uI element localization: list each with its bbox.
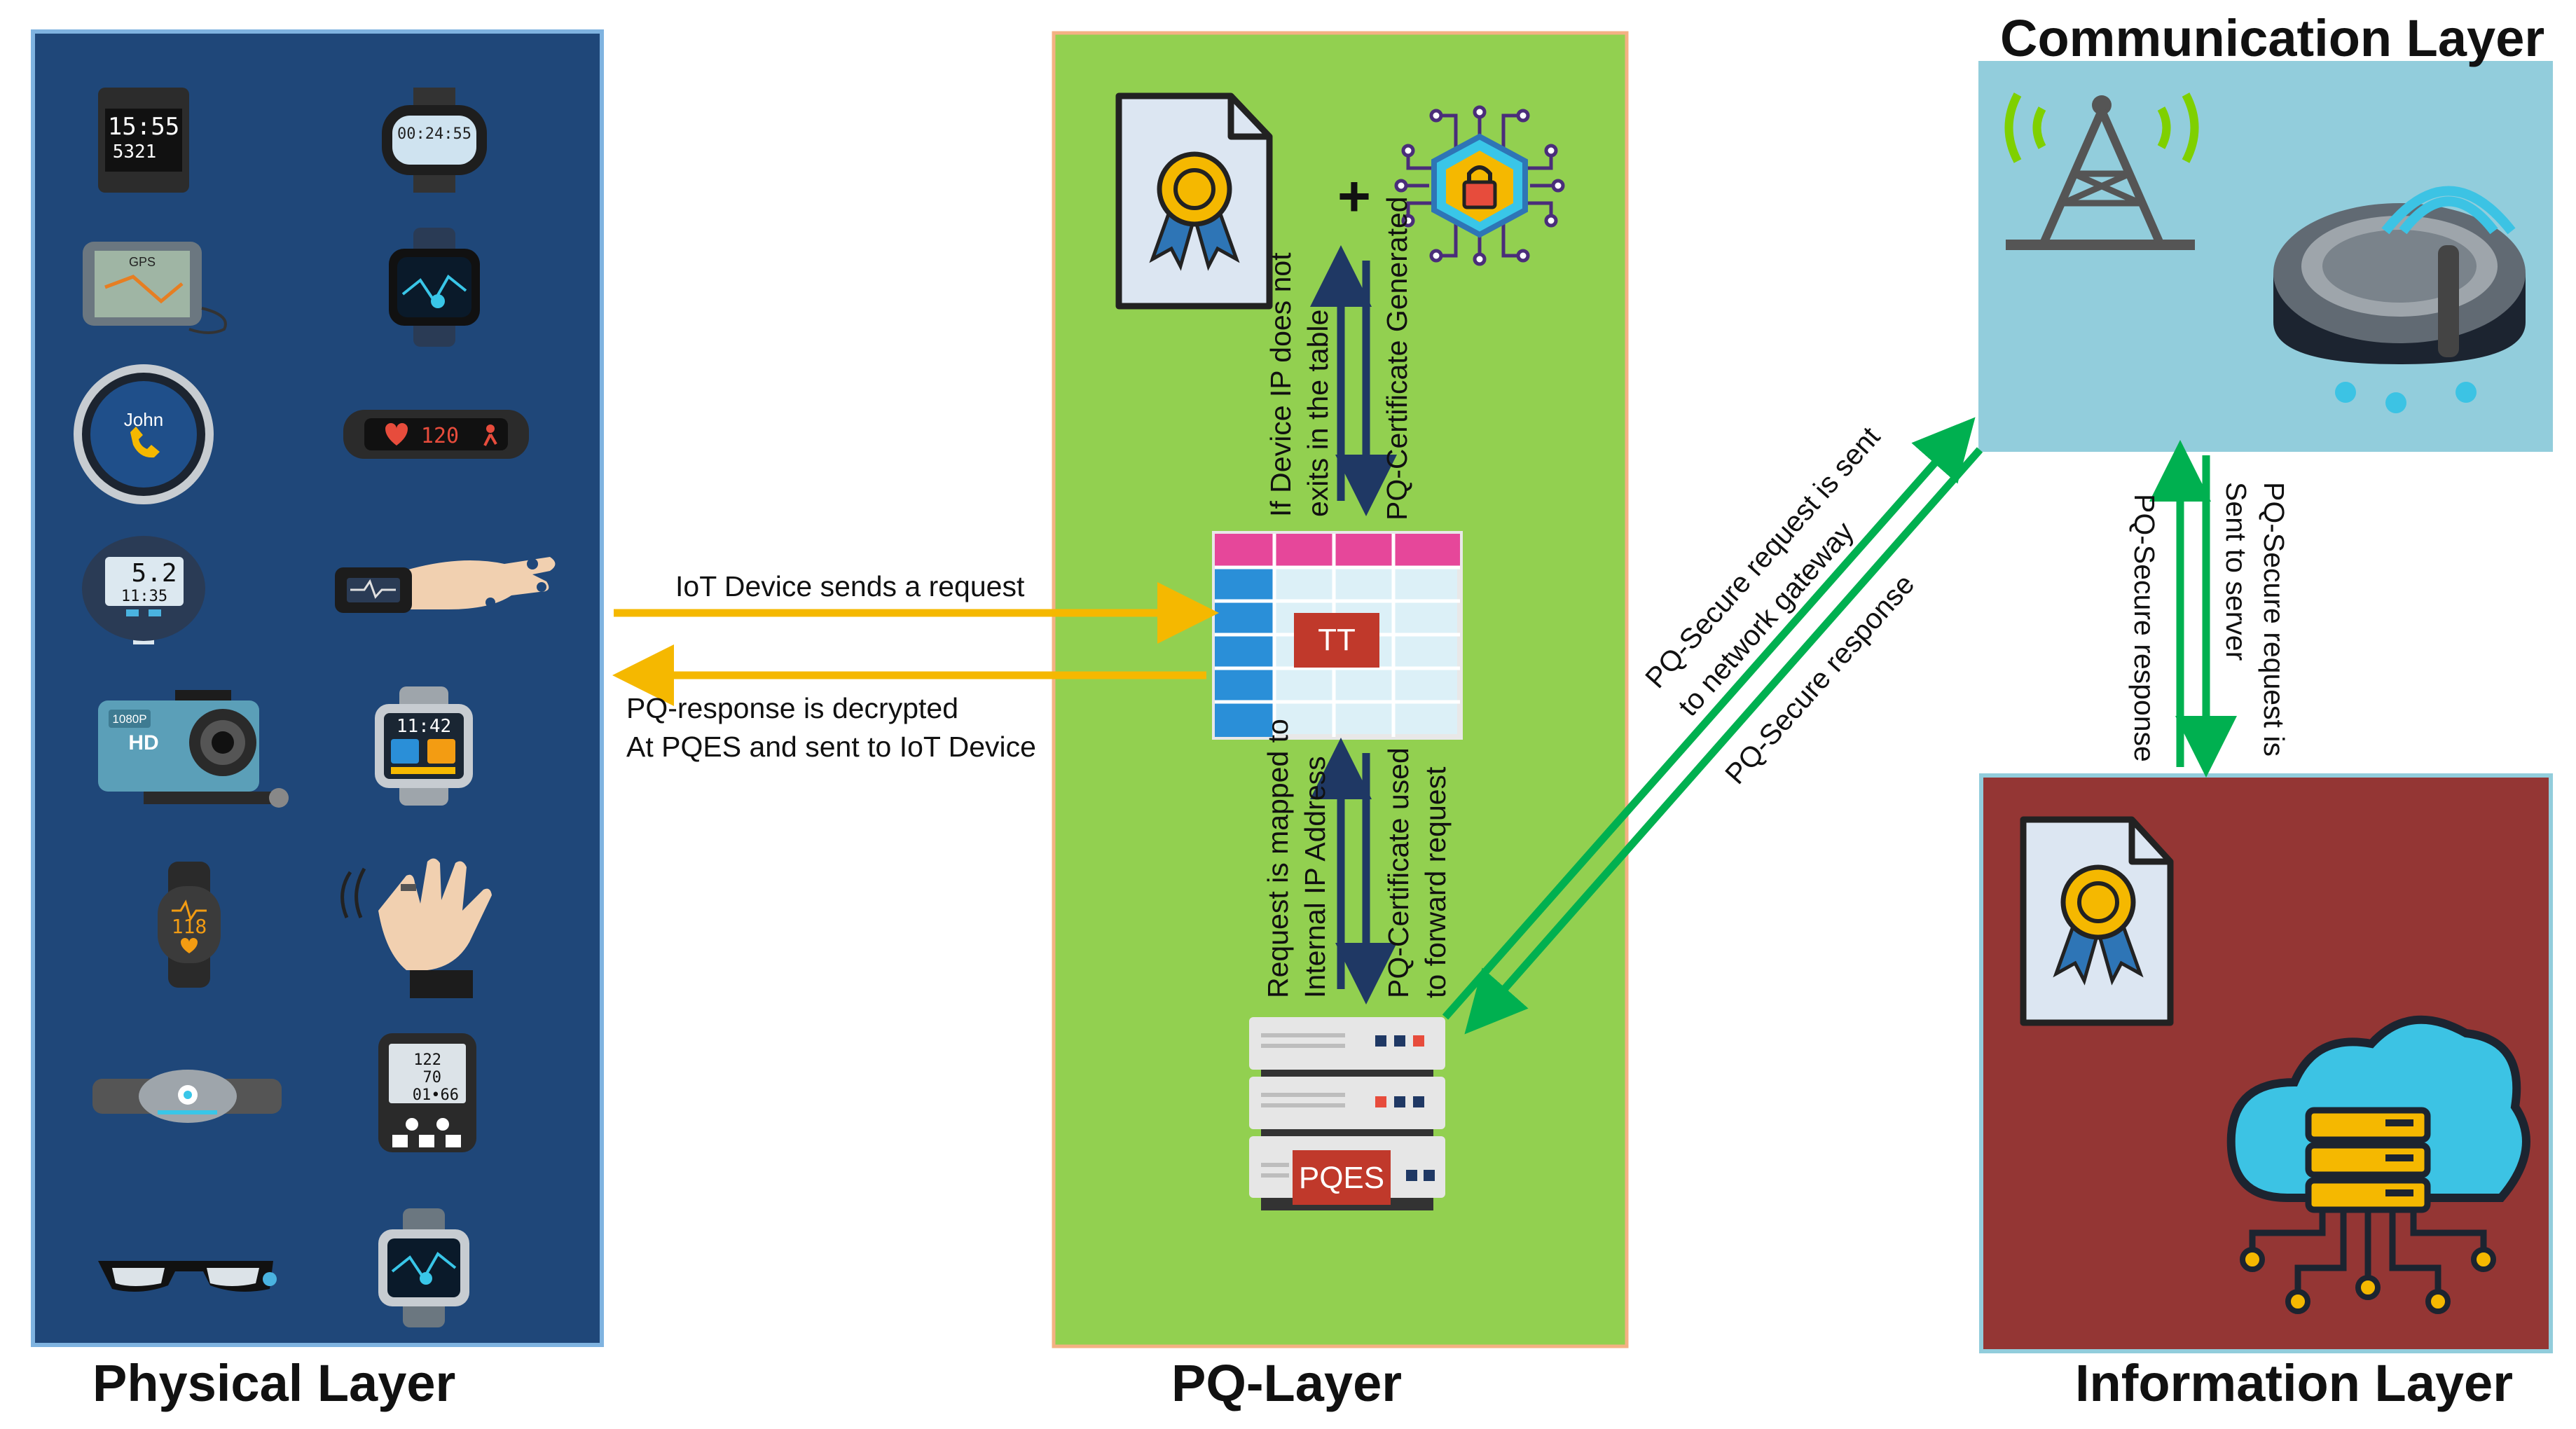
label-server-request-1: PQ-Secure request is [2258, 482, 2290, 757]
glucose-value: 5.2 [131, 559, 177, 588]
pq-layer-panel: + If Device IP does not exits in the tab… [1052, 31, 1629, 1348]
heart-rate-band-icon: 120 [343, 410, 529, 459]
cell-tower-icon [2004, 92, 2199, 250]
gesture-ring-hand-icon [340, 858, 492, 998]
bp-top: 122 [413, 1051, 441, 1069]
title-information-layer: Information Layer [2075, 1354, 2513, 1412]
camera-hd: HD [128, 731, 158, 754]
gps-watch-icon: GPS [83, 242, 227, 334]
label-request-mapped-1: Request is mapped to [1262, 719, 1294, 998]
cloud-server-icon [2226, 1015, 2530, 1314]
label-server-response: PQ-Secure response [2128, 494, 2161, 762]
plus-sign: + [1337, 165, 1371, 228]
camera-res: 1080P [112, 712, 146, 726]
fitness-watch-2-icon [378, 1208, 469, 1327]
server-label-pqes: PQES [1299, 1161, 1384, 1195]
arrow-secure-request-gateway [1442, 417, 1976, 1020]
bp-bottom: 01•66 [413, 1086, 459, 1104]
smartwatch-apps-icon: 11:42 [375, 686, 473, 806]
title-communication-layer: Communication Layer [2000, 9, 2544, 67]
watch8-time: 11:42 [397, 716, 451, 737]
fitness-watch-icon [389, 228, 480, 347]
round-watch-icon: John [74, 364, 214, 504]
wristband-hand-icon [335, 557, 556, 613]
band2-bpm: 118 [172, 915, 207, 938]
glucose-meter-icon: 5.2 11:35 [82, 536, 205, 644]
certificate-icon-2 [2020, 816, 2174, 1026]
watch1-time: 15:55 [108, 113, 179, 141]
label-server-request-2: Sent to server [2220, 482, 2252, 661]
title-physical-layer: Physical Layer [92, 1354, 455, 1412]
smartwatch-timer-icon: 00:24:55 [382, 88, 487, 193]
watch3-gps: GPS [129, 255, 156, 269]
arrow-secure-response [1464, 447, 1983, 1035]
smartwatch-digital-icon: 15:55 5321 [98, 88, 189, 193]
watch1-steps: 5321 [113, 141, 157, 163]
smart-band-icon [92, 1070, 282, 1123]
router-icon [2273, 186, 2526, 413]
table-label-tt: TT [1318, 623, 1356, 657]
smart-glasses-icon [98, 1261, 277, 1292]
action-camera-icon: 1080P HD [98, 690, 289, 808]
translation-table: TT [1212, 531, 1463, 740]
label-request-mapped-2: Internal IP Address [1299, 756, 1331, 998]
glucose-time: 11:35 [121, 588, 167, 605]
certificate-icon [1115, 92, 1273, 310]
communication-layer-panel [1978, 61, 2553, 452]
pqes-server-icon: PQES [1249, 1017, 1445, 1210]
label-device-ip-check-1: If Device IP does not [1265, 252, 1297, 517]
label-device-request: IoT Device sends a request [675, 570, 1025, 602]
information-layer-panel [1979, 773, 2553, 1353]
watch5-name: John [124, 409, 163, 430]
crypto-chip-icon [1394, 105, 1565, 266]
blood-pressure-monitor-icon: 122 70 01•66 [378, 1033, 476, 1152]
physical-layer-panel: 15:55 5321 00:24:55 GPS [31, 29, 604, 1347]
label-certificate-forward-1: PQ-Certificate used [1382, 747, 1414, 998]
heart-rate-monitor-icon: 118 [158, 862, 221, 988]
title-pq-layer: PQ-Layer [1171, 1354, 1402, 1412]
label-certificate-generated: PQ-Certificate Generated [1381, 196, 1413, 520]
watch2-time: 00:24:55 [397, 125, 471, 143]
label-certificate-forward-2: to forward request [1419, 766, 1452, 998]
band-bpm: 120 [421, 424, 459, 448]
label-pq-response-1: PQ-response is decrypted [626, 692, 958, 724]
label-device-ip-check-2: exits in the table [1302, 310, 1334, 517]
label-pq-response-2: At PQES and sent to IoT Device [626, 731, 1036, 763]
bp-mid: 70 [423, 1069, 442, 1086]
